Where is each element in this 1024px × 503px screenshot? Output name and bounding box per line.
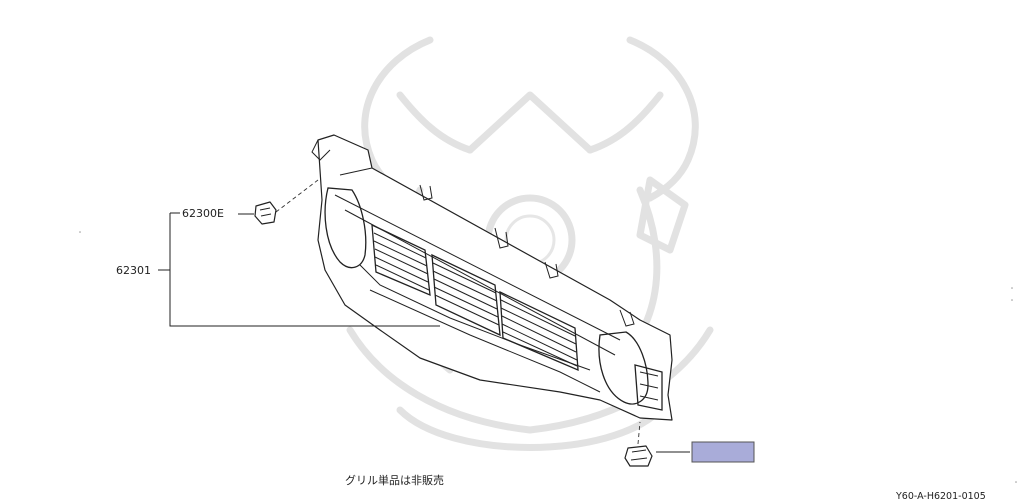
diagram-code: Y60-A-H6201-0105	[895, 491, 986, 502]
grille-slot-right	[499, 290, 579, 372]
clip-part-62300E	[254, 179, 319, 225]
grille-slot-center	[431, 253, 501, 337]
scan-specks	[79, 231, 1017, 483]
clip-part-lower	[624, 421, 653, 467]
leader-lines	[158, 212, 690, 453]
highlighted-part-box[interactable]	[691, 441, 755, 463]
grille-assembly-drawing	[311, 134, 673, 421]
note-not-sold-separately: グリル単品は非販売	[345, 473, 444, 487]
grille-slot-left	[371, 223, 431, 297]
label-62301: 62301	[116, 264, 151, 277]
label-62300E: 62300E	[182, 207, 224, 220]
